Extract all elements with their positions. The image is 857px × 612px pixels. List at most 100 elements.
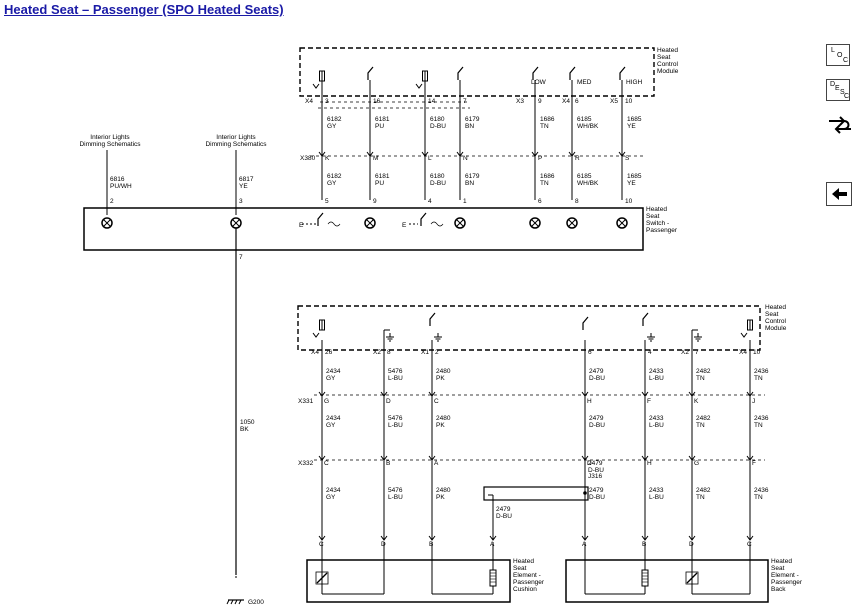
x380-pin-label: M — [373, 155, 378, 162]
element-label: Heated — [513, 558, 534, 565]
connector-x4-label: X4 — [562, 98, 570, 105]
wire-label: GY — [327, 123, 337, 130]
wire-label: YE — [627, 123, 636, 130]
wire-label: GY — [326, 422, 336, 429]
connector-arrow-icon — [641, 391, 649, 397]
connector-label: X4 — [739, 349, 747, 356]
wire-label: 2480 — [436, 487, 451, 494]
desc-letter-c: C — [844, 93, 850, 100]
dimming-reference: Interior Lights — [216, 134, 256, 141]
connector-x331-label: X331 — [298, 398, 314, 405]
wire-label: 6179 — [465, 116, 480, 123]
connector-label: X1 — [421, 349, 429, 356]
switch-pin-number: 5 — [325, 198, 329, 205]
connector-arrow-icon — [318, 455, 326, 461]
heated-seat-control-module-top — [299, 47, 655, 97]
wire-label: TN — [540, 180, 549, 187]
switch-label: Passenger — [646, 227, 678, 234]
element-label: Seat — [513, 565, 527, 572]
wire-label: D-BU — [589, 494, 605, 501]
wire-label: TN — [754, 422, 763, 429]
wire-label: L-BU — [388, 422, 403, 429]
connector-arrow-icon — [746, 391, 754, 397]
wire-label: 2436 — [754, 487, 769, 494]
x380-pin-label: N — [463, 155, 468, 162]
temperature-sensor-icon — [315, 571, 329, 585]
wire-label: 2479 — [589, 368, 604, 375]
connector-arrow-icon — [746, 455, 754, 461]
element-label: Element - — [771, 572, 799, 579]
lamp-x — [456, 219, 464, 227]
lamp-x — [232, 219, 240, 227]
wire-label: L-BU — [388, 494, 403, 501]
switch-label: Seat — [646, 213, 660, 220]
dimming-reference: Interior Lights — [90, 134, 130, 141]
module-label: Seat — [657, 54, 671, 61]
module-pin-number: 7 — [463, 98, 467, 105]
wire-label: 6179 — [465, 173, 480, 180]
splice-label: J316 — [588, 473, 602, 480]
switch-pin-number: 10 — [625, 198, 633, 205]
wire-label: 6817 — [239, 176, 254, 183]
wire-label: GY — [326, 494, 336, 501]
back-element-box — [565, 559, 769, 603]
connector-arrow-icon — [312, 332, 320, 338]
connector-swap-icon[interactable] — [826, 112, 854, 138]
module-pin-number: 2 — [435, 349, 439, 356]
wire-label: 5476 — [388, 368, 403, 375]
connector-arrow-icon — [428, 455, 436, 461]
module-label: Heated — [657, 47, 678, 54]
connector-arrow-icon — [318, 535, 326, 541]
module-pin-number: 10 — [753, 349, 761, 356]
wire-label: 2434 — [326, 487, 341, 494]
element-pin-label: B — [429, 541, 433, 548]
wire-label: L-BU — [649, 375, 664, 382]
module-label: Control — [765, 318, 787, 325]
wire-label: TN — [754, 375, 763, 382]
wire-label: TN — [754, 494, 763, 501]
location-button[interactable]: L O C — [826, 44, 850, 66]
wire-label: 6185 — [577, 173, 592, 180]
heated-seat-switch-box — [83, 207, 644, 251]
element-label: Passenger — [513, 579, 545, 586]
connector-arrow-icon — [489, 535, 497, 541]
element-label: Seat — [771, 565, 785, 572]
med-label: MED — [577, 79, 592, 86]
lamp-x — [568, 219, 576, 227]
x331-pin-label: K — [694, 398, 699, 405]
element-label: Back — [771, 586, 786, 593]
connector-arrow-icon — [568, 151, 576, 157]
connector-arrow-icon — [641, 535, 649, 541]
connector-arrow-icon — [380, 391, 388, 397]
element-label: Cushion — [513, 586, 537, 593]
x331-pin-label: F — [647, 398, 651, 405]
wire-label: PK — [436, 494, 445, 501]
wire-label: TN — [696, 375, 705, 382]
wire-label: BK — [240, 426, 249, 433]
wire-label: 2433 — [649, 487, 664, 494]
loc-letter-c: C — [843, 57, 849, 64]
connector-arrow-icon — [428, 535, 436, 541]
x331-pin-label: G — [324, 398, 329, 405]
switch-pin-number: 8 — [575, 198, 579, 205]
mode-switch-icon — [317, 212, 324, 226]
switch-contact-icon — [582, 316, 589, 330]
description-button[interactable]: D E S C — [826, 79, 850, 101]
back-button[interactable] — [826, 182, 852, 206]
wire-label: 5476 — [388, 487, 403, 494]
module-label: Heated — [765, 304, 786, 311]
element-pin-label: B — [642, 541, 646, 548]
lamp-x — [531, 219, 539, 227]
page-title[interactable]: Heated Seat – Passenger (SPO Heated Seat… — [4, 2, 284, 17]
module-pin-number: 3 — [325, 98, 329, 105]
wire-label: 2434 — [326, 415, 341, 422]
temperature-sensor-icon — [685, 571, 699, 585]
high-label: HIGH — [626, 79, 643, 86]
wire-label: PK — [436, 375, 445, 382]
x380-pin-label: S — [625, 155, 630, 162]
wire-label: D-BU — [589, 375, 605, 382]
module-label: Module — [657, 68, 679, 75]
wire-label: 6181 — [375, 116, 390, 123]
x332-pin-label: C — [324, 460, 329, 467]
switch-actuator-glyph: E — [402, 222, 407, 229]
